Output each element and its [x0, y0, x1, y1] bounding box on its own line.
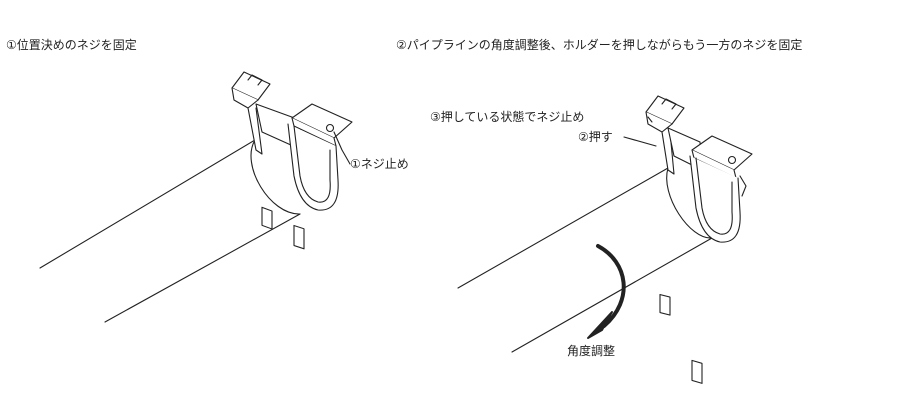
- right-pipe-top-edge: [457, 167, 669, 289]
- left-leader-line: [333, 131, 351, 165]
- screw-lock-label-1: ①ネジ止め: [350, 157, 409, 171]
- right-pipe-end-arc: [666, 167, 713, 239]
- left-pipe-top-edge: [39, 139, 256, 269]
- left-pipe-end-arc: [250, 139, 301, 215]
- step1-title: ①位置決めのネジを固定: [6, 38, 137, 52]
- right-screw-hole: [727, 155, 737, 165]
- left-screw-hole: [325, 123, 335, 133]
- screw-lock-label-3: ③押している状態でネジ止め: [430, 110, 585, 124]
- push-label-2: ②押す: [578, 130, 613, 144]
- left-pipe-bottom-edge: [104, 213, 301, 323]
- right-pipe-bottom-edge: [511, 237, 713, 353]
- step2-title: ②パイプラインの角度調整後、ホルダーを押しながらもう一方のネジを固定: [396, 38, 803, 52]
- angle-adjust-arrow: [587, 244, 626, 339]
- right-leader-push: [623, 136, 657, 147]
- angle-adjust-label: 角度調整: [567, 344, 616, 358]
- right-leader-screw: [647, 116, 653, 123]
